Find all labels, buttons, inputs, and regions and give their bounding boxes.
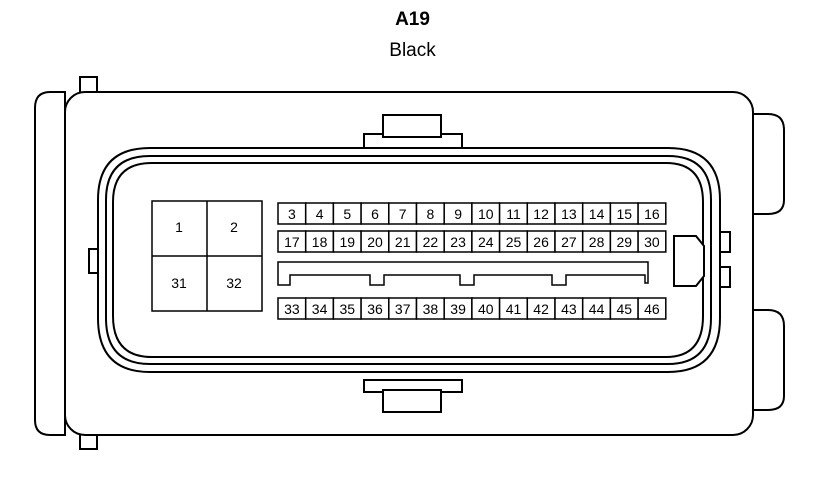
terminal-label: 36: [367, 301, 383, 317]
right-key-bump: [673, 235, 705, 287]
left-side-latch: [34, 91, 66, 436]
terminal-label: 7: [399, 206, 407, 222]
bottom-key: [382, 389, 442, 413]
terminal-label: 33: [284, 301, 300, 317]
terminal-label: 12: [533, 206, 549, 222]
terminal-label: 6: [371, 206, 379, 222]
terminal-label: 42: [533, 301, 549, 317]
top-key: [382, 114, 442, 138]
terminal-cell: [637, 230, 667, 253]
terminal-cell: [637, 297, 667, 320]
terminal-label: 2: [230, 219, 238, 235]
terminal-label: 28: [589, 234, 605, 250]
terminal-label: 24: [478, 234, 494, 250]
terminal-label: 37: [395, 301, 411, 317]
terminal-label: 35: [340, 301, 356, 317]
terminal-label: 43: [561, 301, 577, 317]
terminal-label: 8: [427, 206, 435, 222]
terminal-label: 20: [367, 234, 383, 250]
right-tab-lower: [719, 266, 731, 288]
connector-id: A19: [395, 9, 430, 30]
terminal-label: 17: [284, 234, 300, 250]
terminal-label: 45: [617, 301, 633, 317]
terminal-label: 29: [617, 234, 633, 250]
right-tab-upper: [719, 231, 731, 253]
terminal-label: 16: [644, 206, 660, 222]
terminal-label: 31: [171, 275, 187, 291]
terminal-label: 13: [561, 206, 577, 222]
right-lower-clip: [749, 309, 785, 411]
terminal-label: 11: [506, 206, 521, 222]
terminal-label: 38: [423, 301, 439, 317]
terminal-label: 21: [395, 234, 411, 250]
terminal-label: 44: [589, 301, 605, 317]
terminal-label: 10: [478, 206, 494, 222]
terminal-label: 15: [617, 206, 633, 222]
connector-color: Black: [389, 40, 436, 61]
terminal-label: 18: [312, 234, 328, 250]
terminal-label: 5: [343, 206, 351, 222]
terminal-label: 23: [450, 234, 466, 250]
terminal-label: 46: [644, 301, 660, 317]
terminal-label: 22: [423, 234, 439, 250]
terminal-label: 34: [312, 301, 328, 317]
terminal-label: 1: [175, 219, 183, 235]
terminal-label: 25: [506, 234, 522, 250]
terminal-label: 26: [533, 234, 549, 250]
terminal-label: 30: [644, 234, 660, 250]
terminal-label: 4: [316, 206, 324, 222]
terminal-cell: [637, 202, 667, 225]
separator-rail: [277, 261, 649, 286]
terminal-label: 19: [340, 234, 356, 250]
terminal-label: 3: [288, 206, 296, 222]
terminal-label: 32: [226, 275, 242, 291]
terminal-label: 14: [589, 206, 605, 222]
right-upper-clip: [749, 113, 785, 215]
terminal-label: 27: [561, 234, 577, 250]
terminal-label: 41: [506, 301, 522, 317]
terminal-label: 9: [454, 206, 462, 222]
terminal-label: 40: [478, 301, 494, 317]
terminal-label: 39: [450, 301, 466, 317]
